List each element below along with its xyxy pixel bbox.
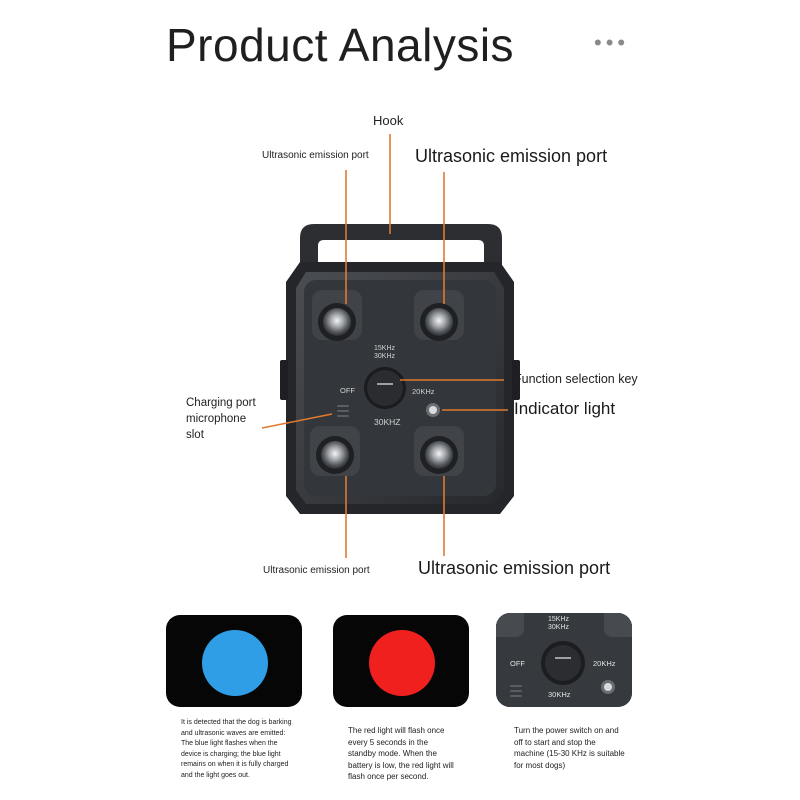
- label-charging-port: Charging port microphone slot: [186, 395, 256, 443]
- knob-freq-bottom: 30KHz: [548, 690, 571, 699]
- freq-top-line2: 30KHz: [374, 353, 396, 360]
- indicator-light: [426, 403, 440, 417]
- blue-light-indicator: [202, 630, 268, 696]
- page-title: Product Analysis: [166, 19, 515, 71]
- label-hook: Hook: [373, 113, 404, 128]
- knob-freq-top: 15KHz 30KHz: [548, 616, 569, 632]
- microphone-grille: [337, 405, 349, 417]
- panel-knob-closeup: 15KHz 30KHz 20KHz 30KHz OFF: [496, 613, 632, 707]
- label-emission-top-left: Ultrasonic emission port: [262, 150, 369, 161]
- label-emission-bottom-left: Ultrasonic emission port: [263, 565, 370, 576]
- caption-red-light: The red light will flash once every 5 se…: [348, 726, 454, 781]
- more-dots-icon[interactable]: •••: [594, 30, 630, 55]
- hook: [300, 224, 502, 282]
- knob-freq-top-line1: 15KHz: [548, 616, 570, 623]
- caption-power-switch: Turn the power switch on and off to star…: [514, 726, 625, 770]
- label-emission-bottom-right: Ultrasonic emission port: [418, 558, 611, 578]
- label-function-key: Function selection key: [514, 372, 638, 386]
- caption-blue-light: It is detected that the dog is barking a…: [181, 719, 292, 779]
- panel-red-light: [333, 615, 469, 707]
- device-off-label: OFF: [340, 386, 355, 395]
- speaker-bottom-right: [414, 426, 464, 476]
- knob-freq-top-line2: 30KHz: [548, 624, 570, 631]
- charging-line2: microphone: [186, 413, 247, 425]
- knob-closeup-graphic: [496, 613, 632, 707]
- label-emission-top-right: Ultrasonic emission port: [415, 146, 608, 166]
- leader-lines: [261, 134, 508, 558]
- charging-line3: slot: [186, 429, 204, 441]
- charging-line1: Charging port: [186, 397, 256, 409]
- speaker-top-right: [414, 290, 464, 341]
- function-selection-knob[interactable]: [364, 367, 406, 409]
- speaker-top-left: [312, 290, 362, 341]
- device-freq-right: 20KHz: [412, 387, 435, 396]
- device-freq-top: 15KHz 30KHz: [374, 345, 395, 361]
- label-indicator-light: Indicator light: [514, 399, 616, 418]
- knob-freq-right: 20KHz: [593, 659, 616, 668]
- device-freq-bottom: 30KHZ: [374, 417, 401, 427]
- red-light-indicator: [369, 630, 435, 696]
- panel-blue-light: [166, 615, 302, 707]
- speaker-bottom-left: [310, 426, 360, 476]
- freq-top-line1: 15KHz: [374, 345, 396, 352]
- knob-off-label: OFF: [510, 659, 525, 668]
